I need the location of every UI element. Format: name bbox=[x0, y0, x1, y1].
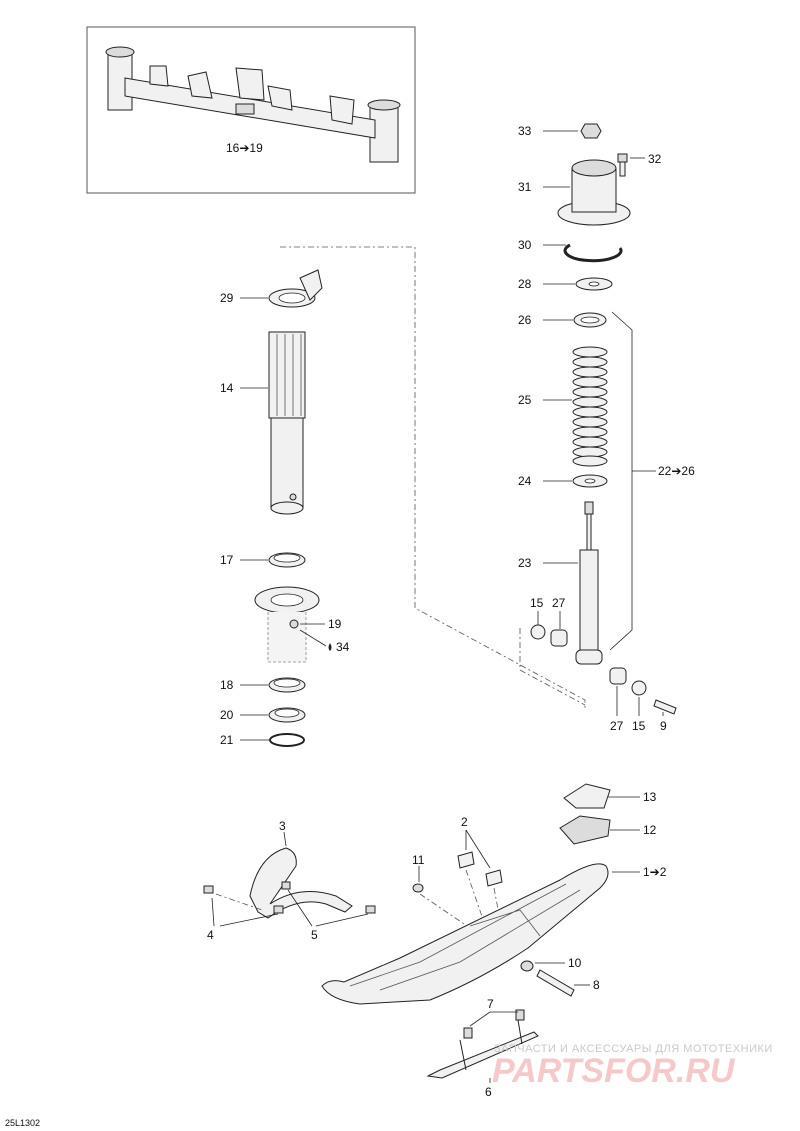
callout-20: 20 bbox=[220, 708, 234, 722]
callout-24: 24 bbox=[518, 474, 532, 488]
callout-2: 2 bbox=[461, 815, 468, 829]
callout-1-2: 1➔2 bbox=[643, 865, 667, 879]
callout-4: 4 bbox=[207, 928, 214, 942]
watermark-logo: PARTSFOR.RU bbox=[492, 1052, 736, 1090]
callout-10: 10 bbox=[568, 956, 582, 970]
callout-12: 12 bbox=[643, 823, 657, 837]
callout-29: 29 bbox=[220, 291, 234, 305]
callout-11: 11 bbox=[412, 853, 425, 867]
callout-21: 21 bbox=[220, 733, 234, 747]
diagram-code: 25L1302 bbox=[5, 1118, 40, 1128]
callout-26: 26 bbox=[518, 313, 532, 327]
callout-23: 23 bbox=[518, 556, 532, 570]
watermark: ЗАПЧАСТИ И АКСЕССУАРЫ ДЛЯ МОТОТЕХНИКИ PA… bbox=[492, 1043, 773, 1090]
callout-17: 17 bbox=[220, 553, 234, 567]
callout-14: 14 bbox=[220, 381, 234, 395]
assembly-path-line bbox=[280, 246, 586, 710]
loctite-drop-icon bbox=[328, 643, 332, 651]
callout-15-left: 15 bbox=[530, 596, 544, 610]
ski-assembly: 13 12 3 4 5 2 11 1➔2 bbox=[203, 783, 667, 1099]
shock-absorber-assembly: 33 32 31 30 28 26 bbox=[518, 123, 695, 733]
crossmember-inset: 16➔19 bbox=[86, 26, 416, 194]
callout-13: 13 bbox=[643, 790, 657, 804]
callout-27-left: 27 bbox=[552, 596, 566, 610]
callout-7: 7 bbox=[487, 997, 494, 1011]
watermark-tagline: ЗАПЧАСТИ И АКСЕССУАРЫ ДЛЯ МОТОТЕХНИКИ bbox=[494, 1043, 773, 1055]
callout-18: 18 bbox=[220, 678, 234, 692]
callout-27-right: 27 bbox=[610, 719, 624, 733]
callout-5: 5 bbox=[311, 928, 318, 942]
spindle-assembly: 29 14 17 19 34 18 20 bbox=[220, 269, 350, 747]
coil-spring bbox=[572, 346, 608, 467]
callout-28: 28 bbox=[518, 277, 532, 291]
callout-33: 33 bbox=[518, 124, 532, 138]
callout-15-right: 15 bbox=[632, 719, 646, 733]
callout-30: 30 bbox=[518, 238, 532, 252]
callout-9: 9 bbox=[660, 719, 667, 733]
callout-25: 25 bbox=[518, 393, 532, 407]
callout-31: 31 bbox=[518, 180, 532, 194]
callout-8: 8 bbox=[593, 978, 600, 992]
callout-16-19: 16➔19 bbox=[226, 141, 263, 155]
callout-32: 32 bbox=[648, 152, 662, 166]
callout-34: 34 bbox=[336, 640, 350, 654]
callout-6: 6 bbox=[485, 1085, 492, 1099]
callout-19: 19 bbox=[328, 617, 342, 631]
callout-22-26: 22➔26 bbox=[658, 464, 695, 478]
callout-3: 3 bbox=[279, 819, 286, 833]
